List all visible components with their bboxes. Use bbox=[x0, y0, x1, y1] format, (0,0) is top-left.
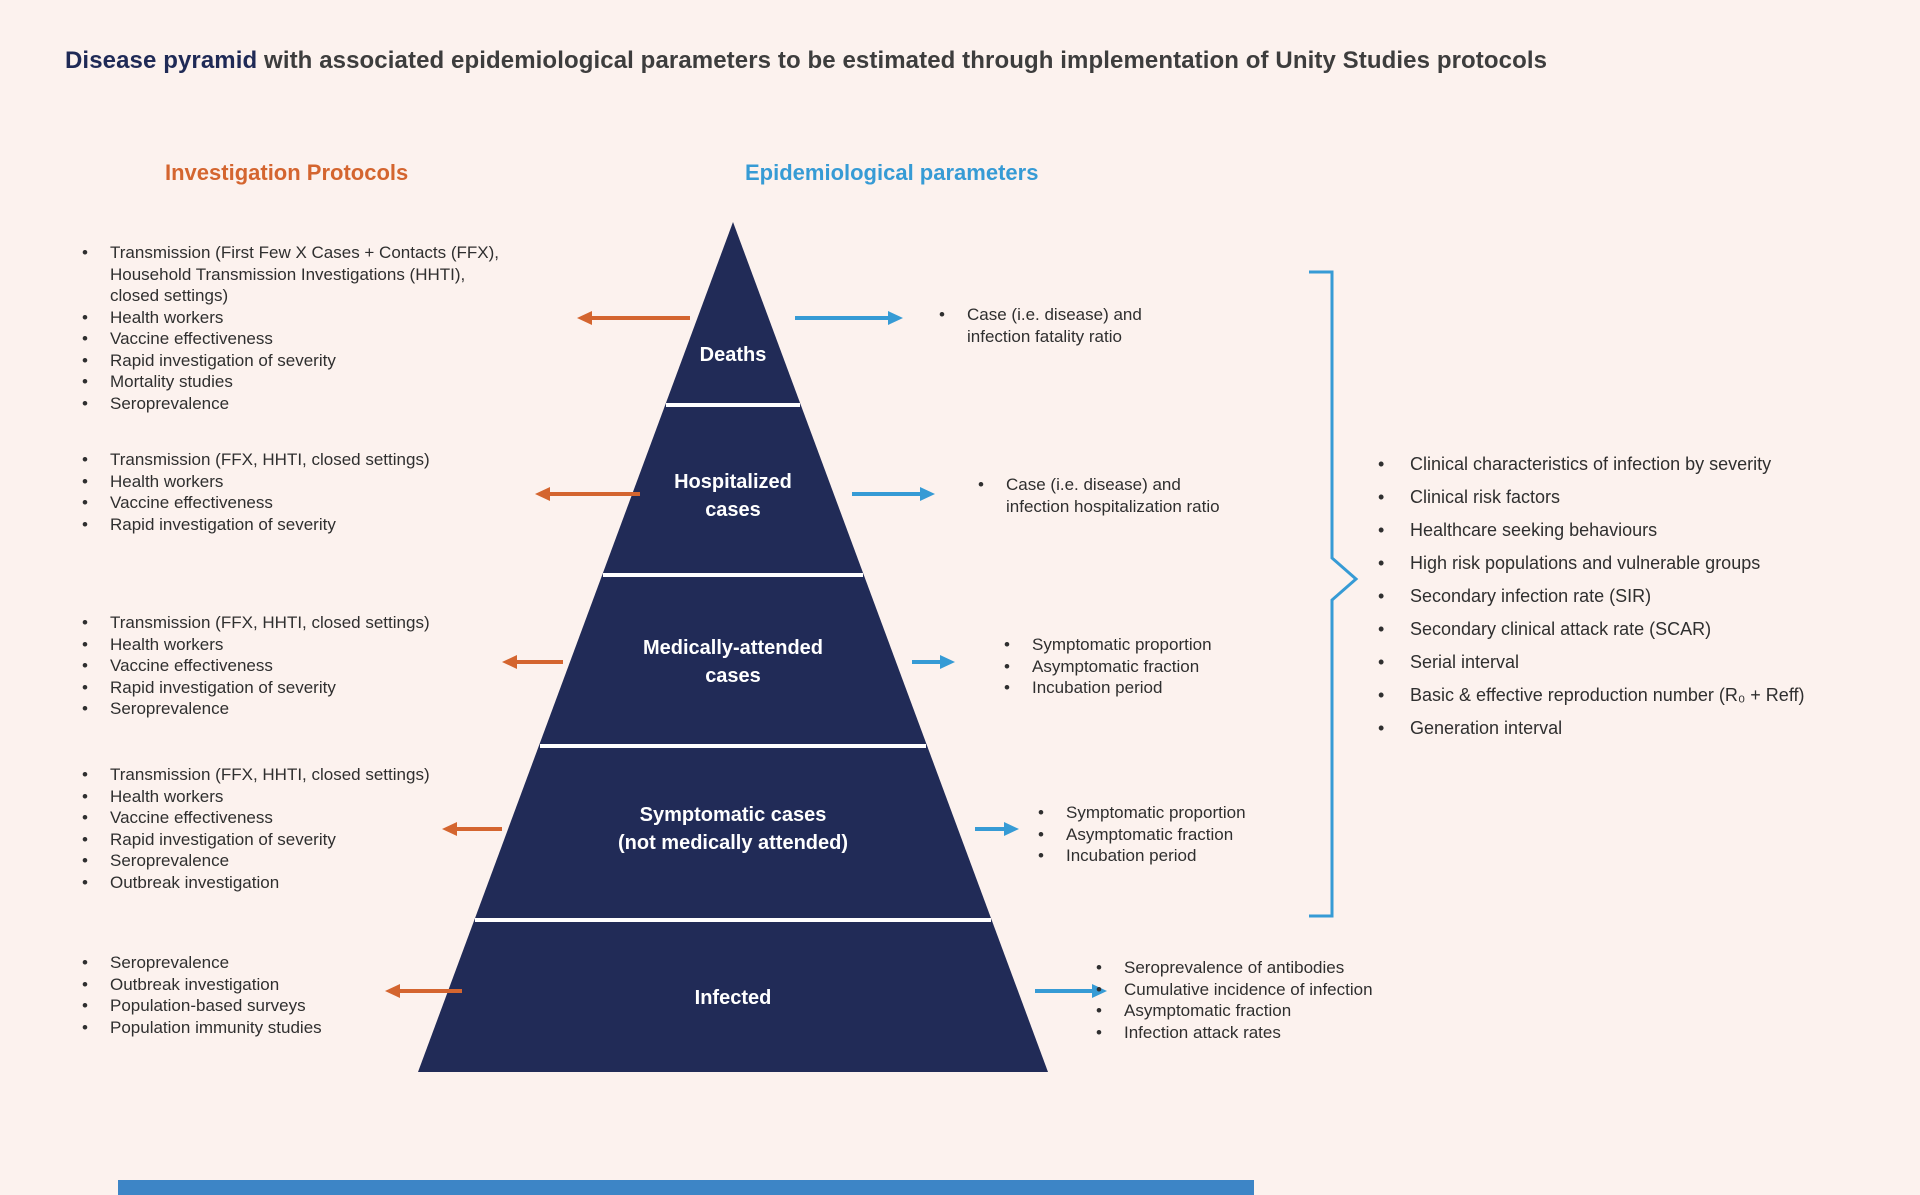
list-item: Cumulative incidence of infection bbox=[1092, 979, 1532, 1001]
list-item: Secondary infection rate (SIR) bbox=[1376, 580, 1916, 613]
investigation-protocols-header: Investigation Protocols bbox=[165, 160, 409, 185]
list-item: Symptomatic proportion bbox=[1034, 802, 1474, 824]
list-item: Case (i.e. disease) and infection fatali… bbox=[935, 304, 1375, 347]
level-label-hospitalized: Hospitalized cases bbox=[674, 471, 792, 521]
level-label-symptomatic: Symptomatic cases (not medically attende… bbox=[617, 804, 849, 854]
arrow-left-deaths-icon bbox=[577, 311, 690, 325]
list-item: Seroprevalence bbox=[78, 952, 518, 974]
shared-parameters-list: Clinical characteristics of infection by… bbox=[1376, 448, 1916, 745]
brace-bracket bbox=[1309, 270, 1359, 918]
list-item: Transmission (FFX, HHTI, closed settings… bbox=[78, 449, 518, 471]
list-item: Vaccine effectiveness bbox=[78, 492, 518, 514]
list-item: Health workers bbox=[78, 786, 518, 808]
arrow-right-hospitalized-icon bbox=[852, 487, 935, 501]
list-item: Seroprevalence bbox=[78, 393, 518, 415]
parameters-list-medically-attended: Symptomatic proportionAsymptomatic fract… bbox=[1000, 634, 1440, 699]
list-item: Transmission (FFX, HHTI, closed settings… bbox=[78, 764, 518, 786]
parameters-list-symptomatic: Symptomatic proportionAsymptomatic fract… bbox=[1034, 802, 1474, 867]
list-item: Incubation period bbox=[1034, 845, 1474, 867]
arrow-right-medically-attended-icon bbox=[912, 655, 955, 669]
list-item: Transmission (FFX, HHTI, closed settings… bbox=[78, 612, 518, 634]
list-item: Outbreak investigation bbox=[78, 974, 518, 996]
list-item: Seroprevalence of antibodies bbox=[1092, 957, 1532, 979]
list-item: Population immunity studies bbox=[78, 1017, 518, 1039]
list-item: Health workers bbox=[78, 634, 518, 656]
list-item: Healthcare seeking behaviours bbox=[1376, 514, 1916, 547]
list-item: Rapid investigation of severity bbox=[78, 514, 518, 536]
list-item: Rapid investigation of severity bbox=[78, 677, 518, 699]
list-item: Secondary clinical attack rate (SCAR) bbox=[1376, 613, 1916, 646]
list-item: Generation interval bbox=[1376, 712, 1916, 745]
list-item: Seroprevalence bbox=[78, 850, 518, 872]
page-title-highlight: Disease pyramid bbox=[65, 47, 258, 74]
arrow-left-hospitalized-icon bbox=[535, 487, 640, 501]
parameters-list-infected: Seroprevalence of antibodiesCumulative i… bbox=[1092, 957, 1532, 1043]
parameters-list-deaths: Case (i.e. disease) and infection fatali… bbox=[935, 304, 1375, 347]
list-item: Rapid investigation of severity bbox=[78, 350, 518, 372]
list-item: Vaccine effectiveness bbox=[78, 807, 518, 829]
protocols-list-hospitalized: Transmission (FFX, HHTI, closed settings… bbox=[78, 449, 518, 535]
protocols-list-symptomatic: Transmission (FFX, HHTI, closed settings… bbox=[78, 764, 518, 893]
list-item: Vaccine effectiveness bbox=[78, 655, 518, 677]
arrow-right-symptomatic-icon bbox=[975, 822, 1019, 836]
list-item: Transmission (First Few X Cases + Contac… bbox=[78, 242, 518, 307]
list-item: Serial interval bbox=[1376, 646, 1916, 679]
list-item: Outbreak investigation bbox=[78, 872, 518, 894]
list-item: Incubation period bbox=[1000, 677, 1440, 699]
list-item: Population-based surveys bbox=[78, 995, 518, 1017]
pyramid-shape bbox=[418, 222, 1048, 1072]
protocols-list-infected: SeroprevalenceOutbreak investigationPopu… bbox=[78, 952, 518, 1038]
protocols-list-medically-attended: Transmission (FFX, HHTI, closed settings… bbox=[78, 612, 518, 720]
list-item: Asymptomatic fraction bbox=[1092, 1000, 1532, 1022]
arrow-right-deaths-icon bbox=[795, 311, 903, 325]
list-item: Symptomatic proportion bbox=[1000, 634, 1440, 656]
level-label-infected: Infected bbox=[694, 987, 772, 1009]
page-title-rest: with associated epidemiological paramete… bbox=[257, 47, 1548, 74]
footer-bar bbox=[118, 1180, 1254, 1195]
epidemiological-parameters-header: Epidemiological parameters bbox=[745, 160, 1039, 185]
list-item: Health workers bbox=[78, 471, 518, 493]
list-item: Case (i.e. disease) and infection hospit… bbox=[974, 474, 1414, 517]
list-item: Asymptomatic fraction bbox=[1034, 824, 1474, 846]
list-item: Basic & effective reproduction number (R… bbox=[1376, 679, 1916, 712]
list-item: Vaccine effectiveness bbox=[78, 328, 518, 350]
list-item: Clinical risk factors bbox=[1376, 481, 1916, 514]
list-item: Rapid investigation of severity bbox=[78, 829, 518, 851]
protocols-list-deaths: Transmission (First Few X Cases + Contac… bbox=[78, 242, 518, 414]
level-label-deaths: Deaths bbox=[699, 344, 767, 366]
list-item: Asymptomatic fraction bbox=[1000, 656, 1440, 678]
parameters-list-hospitalized: Case (i.e. disease) and infection hospit… bbox=[974, 474, 1414, 517]
list-item: High risk populations and vulnerable gro… bbox=[1376, 547, 1916, 580]
page-title: Disease pyramid with associated epidemio… bbox=[65, 47, 1547, 75]
list-item: Infection attack rates bbox=[1092, 1022, 1532, 1044]
list-item: Clinical characteristics of infection by… bbox=[1376, 448, 1916, 481]
list-item: Health workers bbox=[78, 307, 518, 329]
list-item: Mortality studies bbox=[78, 371, 518, 393]
level-label-medically-attended: Medically-attended cases bbox=[642, 637, 824, 687]
list-item: Seroprevalence bbox=[78, 698, 518, 720]
